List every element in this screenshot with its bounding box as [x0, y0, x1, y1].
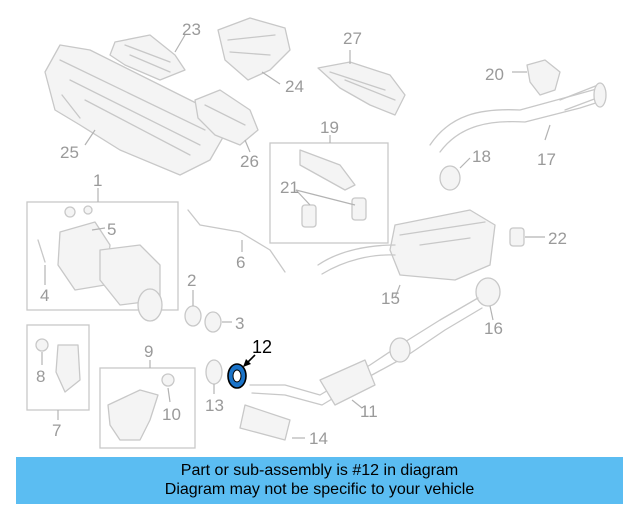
part-19-assembly-box — [269, 135, 389, 244]
callout-8: 8 — [36, 367, 45, 386]
callout-4: 4 — [40, 286, 49, 305]
part-11-front-pipe — [249, 297, 483, 409]
callout-19: 19 — [320, 118, 339, 137]
part-14-bracket — [239, 404, 305, 441]
part-7-assembly-box — [26, 324, 90, 420]
callout-27: 27 — [343, 29, 362, 48]
callout-16: 16 — [484, 319, 503, 338]
callout-21: 21 — [280, 178, 299, 197]
callout-3: 3 — [235, 314, 244, 333]
exhaust-parts-diagram: 23 24 27 20 25 26 19 18 17 21 1 5 6 22 1… — [26, 17, 607, 449]
callout-7: 7 — [52, 421, 61, 440]
info-banner: Part or sub-assembly is #12 in diagram D… — [16, 457, 623, 504]
part-2-gasket — [184, 290, 202, 327]
part-18-clamp — [439, 157, 471, 191]
callout-10: 10 — [162, 405, 181, 424]
part-13-gasket — [205, 359, 223, 394]
callout-17: 17 — [537, 150, 556, 169]
callout-26: 26 — [240, 152, 259, 171]
part-25-heat-shield — [44, 44, 231, 176]
part-1-assembly-box — [26, 188, 179, 322]
part-24-heat-shield — [217, 17, 291, 85]
callout-20: 20 — [485, 65, 504, 84]
part-9-assembly-box — [99, 360, 196, 449]
part-22-hanger — [509, 227, 545, 247]
part-6-pipe — [187, 209, 286, 273]
part-17-tailpipe — [429, 82, 607, 153]
callout-25: 25 — [60, 143, 79, 162]
callout-18: 18 — [472, 147, 491, 166]
callout-15: 15 — [381, 289, 400, 308]
callout-2: 2 — [187, 271, 196, 290]
callout-9: 9 — [144, 342, 153, 361]
callout-22: 22 — [548, 229, 567, 248]
callout-14: 14 — [309, 429, 328, 448]
callout-5: 5 — [107, 220, 116, 239]
banner-part-line: Part or sub-assembly is #12 in diagram — [180, 462, 459, 479]
callout-13: 13 — [205, 396, 224, 415]
callout-1: 1 — [93, 171, 102, 190]
part-20-hanger-bracket — [512, 59, 561, 96]
callout-6: 6 — [236, 253, 245, 272]
callout-23: 23 — [182, 20, 201, 39]
part-27-heat-shield — [317, 50, 406, 116]
callout-11: 11 — [360, 402, 378, 421]
part-26-heat-shield — [194, 89, 259, 153]
part-15-rear-muffler — [317, 209, 496, 299]
part-16-clamp — [475, 277, 501, 321]
banner-disclaimer-line: Diagram may not be specific to your vehi… — [164, 481, 475, 498]
part-23-bracket — [109, 34, 186, 81]
callout-12: 12 — [252, 337, 272, 357]
part-3-gasket — [204, 311, 232, 333]
callout-24: 24 — [285, 77, 304, 96]
part-12-highlighted-gasket — [227, 354, 256, 389]
